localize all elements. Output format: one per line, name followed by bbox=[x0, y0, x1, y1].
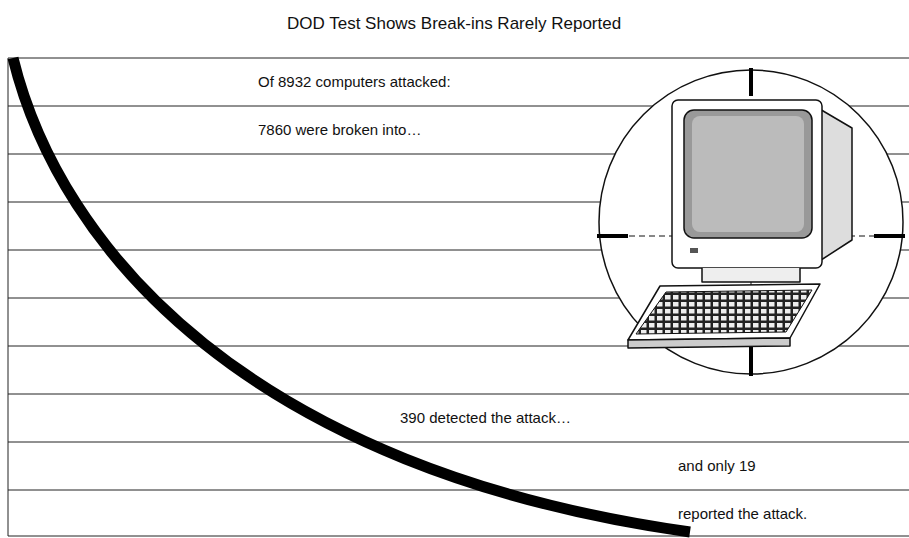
ruled-lines bbox=[8, 58, 909, 536]
chart-title: DOD Test Shows Break-ins Rarely Reported bbox=[287, 14, 621, 34]
statistic-label: reported the attack. bbox=[678, 505, 807, 523]
statistic-label: and only 19 bbox=[678, 457, 756, 475]
statistic-label: 7860 were broken into… bbox=[258, 121, 421, 139]
statistic-label: Of 8932 computers attacked: bbox=[258, 73, 451, 91]
computer bbox=[628, 100, 852, 348]
statistic-label: 390 detected the attack… bbox=[400, 409, 571, 427]
decline-curve bbox=[13, 58, 690, 532]
crosshair-target bbox=[597, 68, 905, 376]
